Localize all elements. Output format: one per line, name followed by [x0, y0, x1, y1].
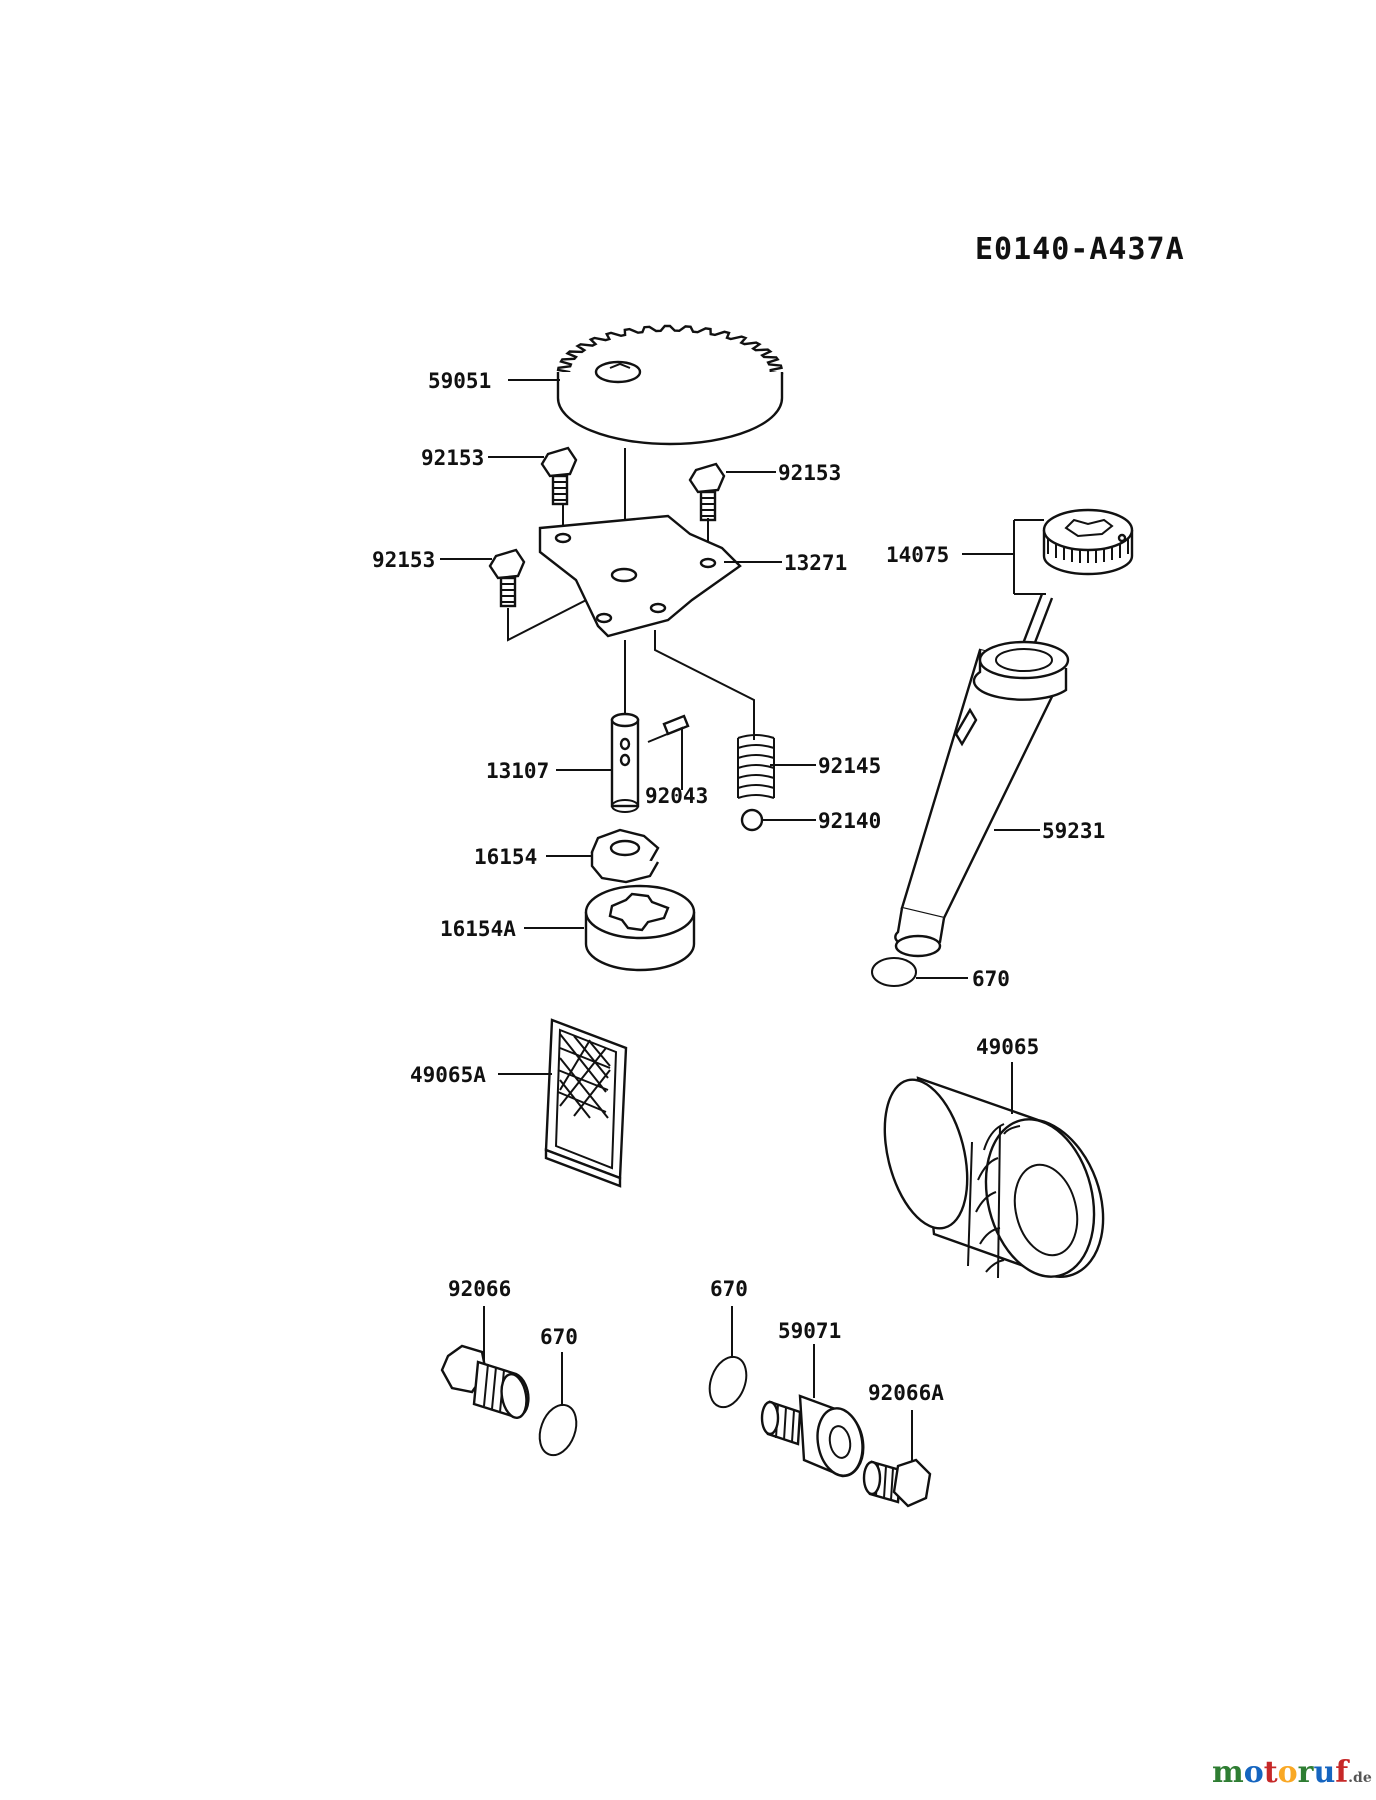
label-670-a: 670	[972, 967, 1010, 991]
ball-part[interactable]	[740, 808, 764, 832]
label-59231: 59231	[1042, 819, 1105, 843]
label-670-c: 670	[710, 1277, 748, 1301]
label-670-b: 670	[540, 1325, 578, 1349]
gear-part[interactable]	[556, 324, 784, 446]
diagram-code: E0140-A437A	[975, 232, 1185, 267]
o-ring-part-b[interactable]	[533, 1400, 583, 1460]
watermark: motoruf.de	[1212, 1755, 1372, 1790]
label-16154: 16154	[474, 845, 537, 869]
strainer-part[interactable]	[544, 1018, 628, 1188]
label-92066A: 92066A	[868, 1381, 944, 1405]
label-49065A: 49065A	[410, 1063, 486, 1087]
label-92140: 92140	[818, 809, 881, 833]
o-ring-part-a[interactable]	[871, 957, 917, 987]
dipstick-cap-part[interactable]	[988, 508, 1134, 735]
plug-part[interactable]	[862, 1458, 932, 1508]
label-59071: 59071	[778, 1319, 841, 1343]
label-13107: 13107	[486, 759, 549, 783]
label-14075: 14075	[886, 543, 949, 567]
label-92043: 92043	[645, 784, 708, 808]
label-92153-b: 92153	[778, 461, 841, 485]
fitting-part[interactable]	[760, 1394, 868, 1479]
label-16154A: 16154A	[440, 917, 516, 941]
bolt-part-c[interactable]	[488, 548, 526, 608]
label-92153-a: 92153	[421, 446, 484, 470]
inner-rotor-part[interactable]	[590, 828, 660, 884]
label-49065: 49065	[976, 1035, 1039, 1059]
o-ring-part-c[interactable]	[703, 1352, 753, 1412]
bolt-part-a[interactable]	[540, 446, 578, 506]
shaft-part[interactable]	[610, 712, 640, 813]
oil-filler-tube-part[interactable]	[894, 640, 1070, 958]
outer-rotor-part[interactable]	[584, 884, 696, 972]
label-92153-c: 92153	[372, 548, 435, 572]
plate-part[interactable]	[538, 514, 742, 638]
drain-plug-part[interactable]	[440, 1344, 530, 1420]
oil-filter-part[interactable]	[871, 1071, 1110, 1288]
spring-part[interactable]	[737, 734, 775, 799]
label-59051: 59051	[428, 369, 491, 393]
bolt-part-b[interactable]	[688, 462, 726, 522]
label-92145: 92145	[818, 754, 881, 778]
label-13271: 13271	[784, 551, 847, 575]
label-92066: 92066	[448, 1277, 511, 1301]
pin-part[interactable]	[662, 714, 690, 736]
svg-text:motoruf.de: motoruf.de	[1212, 1755, 1372, 1790]
